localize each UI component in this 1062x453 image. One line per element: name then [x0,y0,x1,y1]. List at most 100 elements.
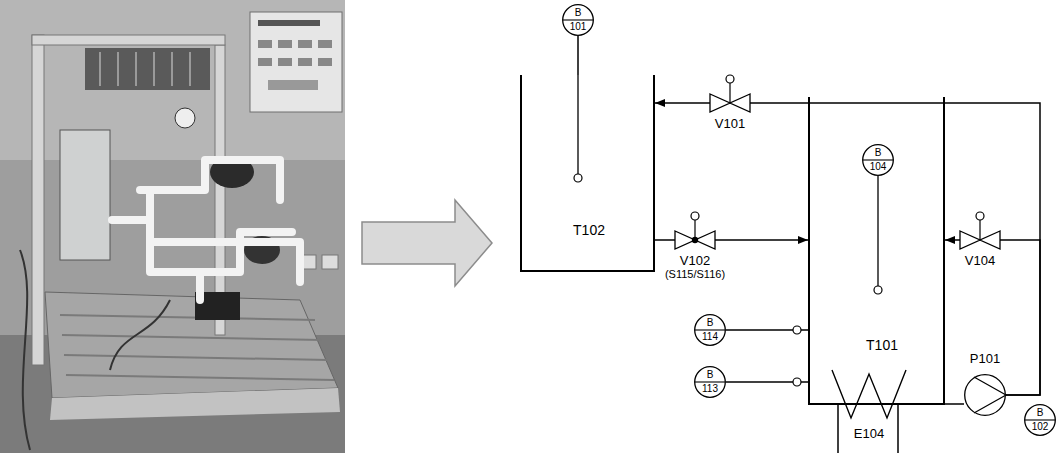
photo-poster-block [268,80,318,90]
valve-symbol: V104 [960,231,1000,249]
photo-controller [85,48,210,90]
sensor-text-slot: B [694,317,726,329]
photo-poster-heading [258,20,320,26]
sensor-ring [695,315,726,346]
valve-symbol: V101 [710,94,750,112]
pump-outline [964,374,1006,416]
sensor-divider [695,381,725,382]
photo-wall-upper [0,0,345,160]
heater-label: E104 [854,426,884,441]
valve-stem [729,83,730,103]
sensor-number: 102 [1032,421,1049,433]
sensor-text-slot: 114 [694,331,726,343]
valve-label: V102 [665,253,725,268]
valve-body [980,231,1000,249]
pipe-connector [655,239,675,241]
photo-plate-grooves [60,315,334,380]
photo-poster-block [278,58,292,66]
pump-symbol: P101 [964,374,1006,416]
sensor-text-slot: B [1024,407,1056,419]
valve-body [730,94,750,112]
switch-label: (S115/S116) [665,268,725,281]
photo-poster-block [298,58,312,66]
photo-poster-block [278,40,292,48]
valve-actuator [976,212,984,220]
sensor-divider [695,329,725,330]
sensor-probe [577,75,578,174]
valve-label-slot: V102(S115/S116) [665,253,725,281]
photo-pipes [112,160,300,300]
valve-body [710,94,730,112]
sensor-number: 104 [870,161,887,173]
sensor-text-slot: 113 [694,383,726,395]
tank-label: T102 [573,222,605,238]
sensor-ring [695,367,726,398]
open-tank: T102 [520,75,655,272]
heater-label-slot: E104 [854,426,884,441]
heater-lead [897,405,899,453]
sensor-text-slot: B [694,369,726,381]
pump-impeller [974,377,1006,413]
tank-label: T101 [866,337,898,353]
valve-actuator [691,212,699,220]
probe-tip [793,326,801,334]
sensor-ring [1025,405,1056,436]
photo [0,0,345,453]
open-tank: T101 B 104 [808,97,945,405]
pump-ring [965,375,1006,416]
photo-poster-block [318,40,332,48]
photo-poster-block [318,58,332,66]
valve-actuator [726,75,734,83]
sensor-divider [1025,419,1055,420]
tank-label-slot: T102 [573,222,605,238]
probe-tip [574,174,582,182]
sensor-text-slot: B [562,7,594,19]
pump-label-slot: P101 [970,351,1000,366]
sensor-number: 101 [570,21,587,33]
photo-poster-block [258,58,272,66]
valve-stem [979,220,980,240]
valve-body [960,231,980,249]
sensor-ring [563,5,594,36]
photo-frame-post [215,45,225,335]
tank-label-slot: T101 [866,337,898,353]
valve-label-slot: V101 [715,116,745,131]
valve-label: V101 [715,116,745,131]
pipe-connector [750,103,1040,395]
sensor-circle: B 102 [1024,404,1056,436]
sensor-letter: B [875,147,882,159]
photo-table-edge [50,388,340,420]
sensor-letter: B [1037,407,1044,419]
photo-wall [0,0,345,453]
sensor-letter: B [707,317,714,329]
probe-tip [793,378,801,386]
pipe-connector [945,239,960,241]
valve-outline [960,231,1000,249]
heater-coil [832,370,906,418]
photo-frame-post [32,35,44,365]
sensor-divider [863,159,893,160]
sensor-number: 113 [702,383,718,395]
photo-socket [322,255,338,269]
photo-cables [20,250,170,450]
valve-symbol: V102(S115/S116) [675,231,715,249]
sensor-divider [563,19,593,20]
photo-frame-beam [32,35,225,45]
photo-poster [250,12,342,112]
valve-label-slot: V104 [965,253,995,268]
sensor-circle: B 114 [694,314,726,346]
sensor-circle: B 113 [694,366,726,398]
sensor-text-slot: B [862,147,894,159]
sensor-text-slot: 101 [562,21,594,33]
valve-outline [675,231,715,249]
heater-outline [830,366,908,422]
sensor-circle: B 101 [562,4,594,36]
transition-arrow [362,200,492,286]
pipe-connector [655,102,710,104]
valve-dot [692,237,698,243]
heat-exchanger: E104 [830,366,908,422]
sensor-ring [863,145,894,176]
